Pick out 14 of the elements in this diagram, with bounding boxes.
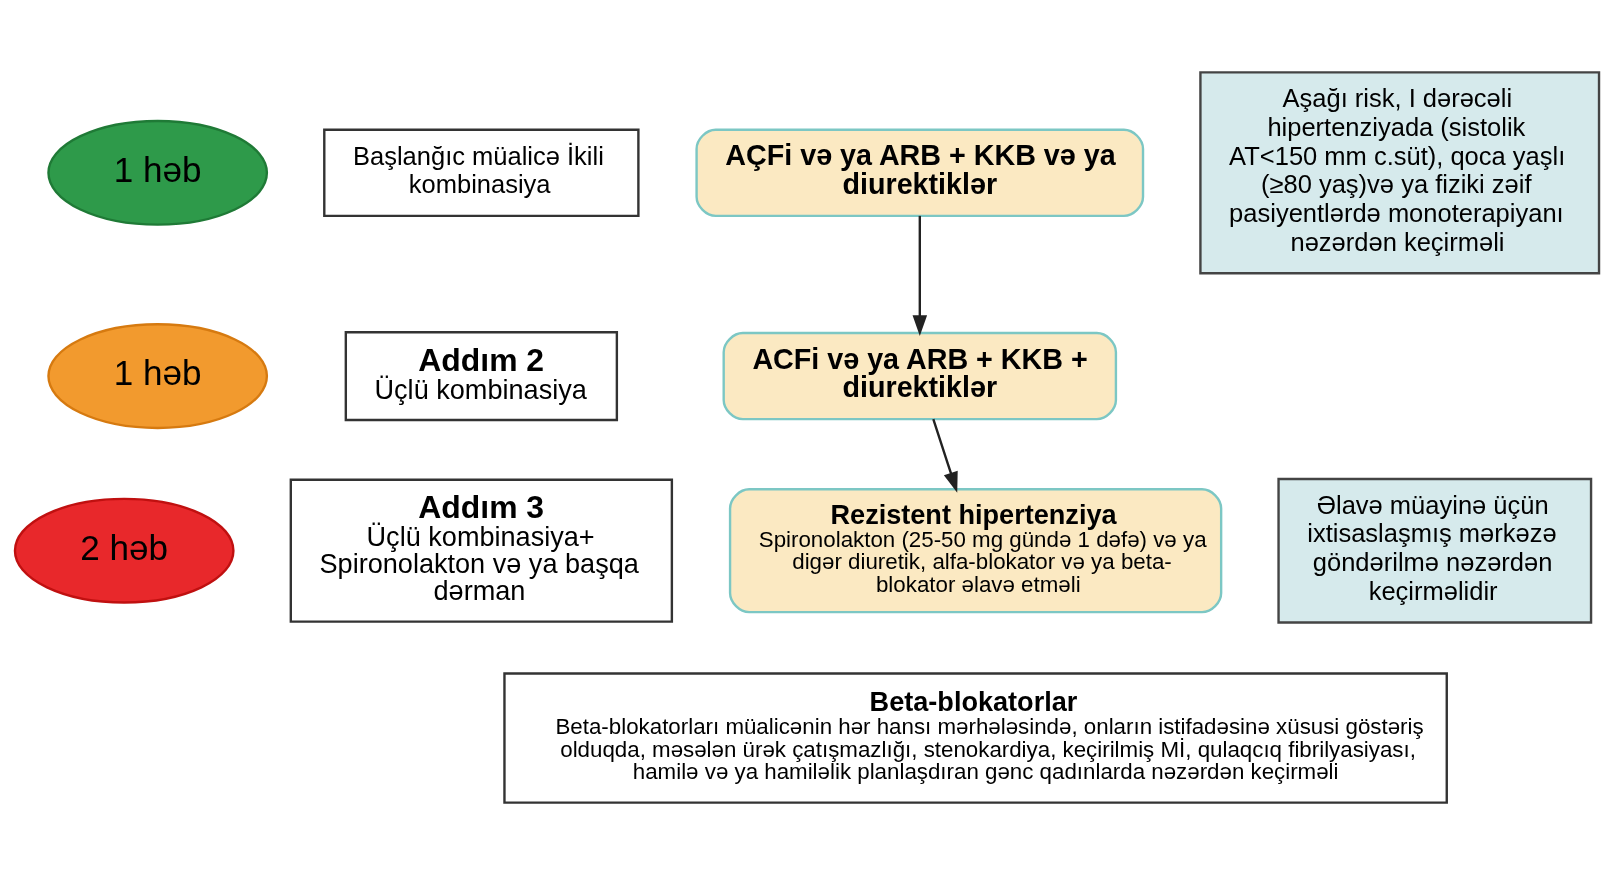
- node-box: Aşağı risk, I dərəcəli hipertenziyada (sistolik AT<150 mm c.süt), qoca yaşlı (≥80 yaş)və ya fiziki zəif pasiyentlərdə monoterapiyanı nəzərdən keçirməli: [1199, 71, 1601, 275]
- node-box: Rezistent hipertenziya Spironolakton (25-50 mg gündə 1 dəfə) və ya digər diuretik, alfa-blokator və ya beta-blokator əlavə etməli: [728, 488, 1223, 614]
- node-box: AÇFi və ya ARB + KKB və ya diurektiklər: [695, 128, 1145, 218]
- node-box: ACFi və ya ARB + KKB + diurektiklər: [722, 331, 1118, 421]
- node-ellipse: 1 həb: [47, 323, 269, 430]
- node-ellipse: 1 həb: [47, 119, 269, 226]
- arrow: [932, 418, 958, 493]
- arrow: [912, 215, 928, 337]
- node-box: Əlavə müayinə üçün ixtisaslaşmış mərkəzə göndərilmə nəzərdən keçirməlidir: [1277, 477, 1593, 624]
- node-box: Beta-blokatorlar Beta-blokatorları müalicənin hər hansı mərhələsində, onların istifadəsinə xüsusi göstəriş olduqda, məsələn ürək çatışmazlığı, stenokardiya, keçirilmiş Mİ, qulaqcıq fibrilyasiyası, hamilə və ya hamiləlik planlaşdıran gənc qadınlarda nəzərdən keçirməli: [503, 672, 1448, 804]
- node-ellipse: 2 həb: [13, 497, 235, 604]
- node-box: Addım 2 Üçlü kombinasiya: [344, 331, 619, 422]
- node-box: Başlanğıc müalicə İkili kombinasiya: [323, 128, 640, 218]
- node-box: Addım 3 Üçlü kombinasiya+ Spironolakton və ya başqa dərman: [289, 478, 674, 623]
